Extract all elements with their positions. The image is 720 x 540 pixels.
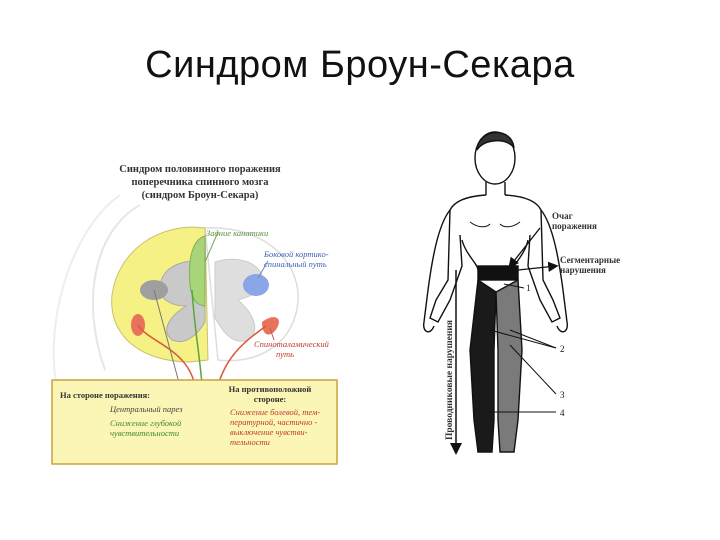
box-right-title-1: На противоположной: [229, 384, 312, 394]
slide-title: Синдром Броун-Секара: [145, 44, 575, 86]
info-box-frame: [51, 379, 338, 465]
label-segmental-2: нарушения: [560, 265, 606, 275]
leader-3: [509, 344, 557, 395]
left-leg: [469, 278, 497, 453]
label-segmental-1: Сегментарные: [560, 255, 620, 265]
marker-2: 2: [560, 344, 565, 354]
torso-and-arms: [429, 194, 561, 323]
right-arm: [540, 209, 569, 333]
label-corticospinal-2: спинальный путь: [264, 259, 327, 269]
pointer-spinothalamic: [269, 327, 275, 341]
focus-arrow: [508, 227, 541, 269]
box-right-body-3: выключение чувстви-: [230, 427, 308, 437]
box-right-body-1: Снижение болевой, тем-: [230, 407, 320, 417]
marker-3: 3: [560, 390, 565, 400]
segmental-pointer: Сегментарные нарушения: [517, 255, 620, 275]
info-box: На стороне поражения: Центральный парез …: [51, 379, 338, 465]
box-right-body-2: пературной, частично -: [230, 417, 317, 427]
label-focus-2: поражения: [552, 221, 597, 231]
label-spinothalamic-2: путь: [276, 349, 294, 359]
diagram-caption: Синдром половинного поражения поперечник…: [119, 164, 281, 201]
box-right-body-4: тельности: [230, 437, 270, 447]
conduction-arrow: Проводниковые нарушения: [445, 270, 462, 455]
box-left-title: На стороне поражения:: [60, 390, 150, 400]
leader-1: [503, 283, 525, 289]
left-arm: [422, 209, 451, 333]
box-left-item-2b: чувствительности: [110, 428, 179, 438]
leader-2b: [509, 329, 557, 349]
marker-4: 4: [560, 408, 565, 418]
spinal-cord-cross-section: Задние канатики Боковой кортико- спиналь…: [52, 194, 330, 430]
pointer-corticospinal: [257, 260, 269, 279]
caption-line-1: Синдром половинного поражения: [119, 164, 281, 175]
label-focus-1: Очаг: [552, 211, 573, 221]
label-posterior-columns: Задние канатики: [206, 228, 268, 238]
posterior-columns: [189, 235, 206, 307]
pointer-posterior: [204, 231, 219, 263]
human-figure: [422, 131, 569, 453]
spinothalamic-tract-contralateral: [262, 317, 279, 335]
right-leg: [495, 278, 523, 453]
label-corticospinal-1: Боковой кортико-: [263, 249, 329, 259]
chest-lines: [469, 221, 521, 228]
caption-line-2: поперечника спинного мозга: [131, 177, 269, 188]
marker-1: 1: [526, 283, 531, 293]
caption-line-3: (синдром Броун-Секара): [142, 190, 259, 201]
box-right-title-2: стороне:: [254, 394, 287, 404]
segmental-arrow: [517, 261, 559, 272]
lesion-band: [477, 265, 519, 281]
outline-curve: [52, 194, 121, 401]
hair: [476, 131, 515, 151]
box-left-item-2a: Снижение глубокой: [110, 418, 182, 428]
focus-pointer: Очаг поражения: [508, 211, 597, 269]
leader-2a: [489, 329, 557, 349]
numbered-markers: [488, 283, 557, 413]
label-conduction: Проводниковые нарушения: [445, 320, 455, 440]
box-left-item-1: Центральный парез: [109, 404, 183, 414]
corticospinal-tract-contralateral: [243, 274, 269, 296]
neck: [485, 182, 506, 195]
outline-curve: [91, 204, 141, 371]
label-spinothalamic-1: Спиноталамический: [254, 339, 330, 349]
